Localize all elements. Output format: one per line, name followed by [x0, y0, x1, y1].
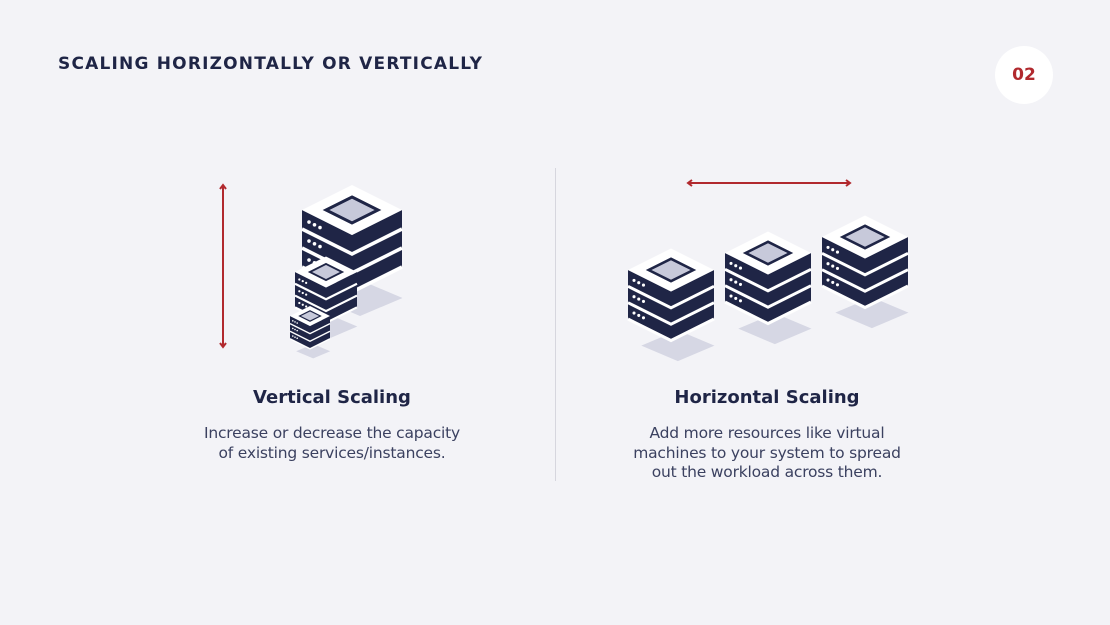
server-stacks-row-icon	[627, 215, 909, 362]
description-line: out the workload across them.	[651, 463, 883, 481]
page-number-badge: 02	[995, 46, 1053, 104]
server-stacks-growing-icon	[289, 185, 403, 359]
slide-title: SCALING HORIZONTALLY OR VERTICALLY	[58, 54, 484, 74]
horizontal-scaling-heading: Horizontal Scaling	[674, 387, 860, 408]
server-stack	[724, 231, 812, 345]
section-divider	[555, 168, 556, 481]
server-stack	[821, 215, 909, 329]
server-stack	[627, 248, 715, 362]
description-line: Add more resources like virtual	[649, 424, 885, 442]
server-stack	[289, 306, 331, 359]
vertical-scaling-heading: Vertical Scaling	[253, 387, 411, 408]
description-line: Increase or decrease the capacity	[203, 424, 460, 442]
vertical-scaling-description: Increase or decrease the capacity of exi…	[182, 424, 482, 463]
horizontal-scaling-description: Add more resources like virtual machines…	[617, 424, 917, 483]
description-line: machines to your system to spread	[633, 443, 901, 462]
page-number: 02	[1012, 65, 1036, 85]
description-line: of existing services/instances.	[218, 443, 446, 462]
